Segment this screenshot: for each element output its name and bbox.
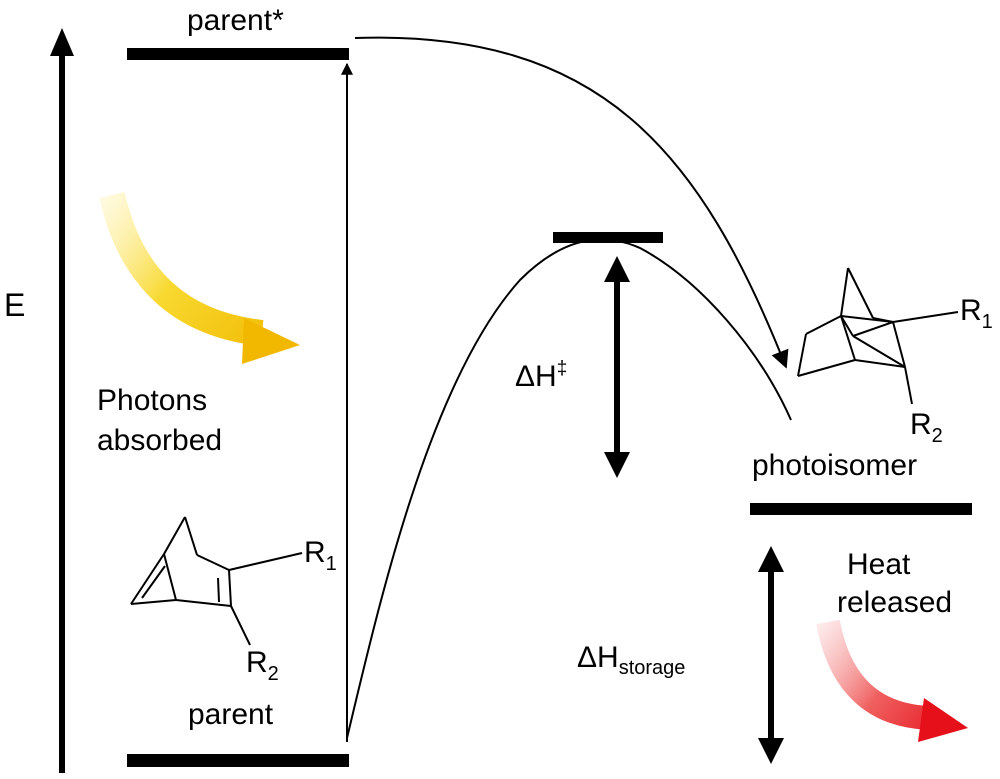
- activation-enthalpy-arrow: [604, 256, 630, 478]
- parent-structure: [130, 516, 303, 646]
- reaction-coordinate-curve: [346, 238, 792, 739]
- parent-r1-label: R1: [304, 536, 337, 575]
- heat-label-line1: Heat: [847, 548, 911, 581]
- photons-label-line1: Photons: [97, 384, 207, 417]
- photoisomer-level: [750, 503, 972, 515]
- excited-state-label: parent*: [187, 4, 284, 37]
- energy-axis: E: [4, 28, 74, 773]
- axis-label: E: [4, 287, 25, 323]
- photons-label-line2: absorbed: [97, 424, 222, 457]
- photoisomer-structure: [797, 267, 959, 405]
- transition-state-level: [553, 232, 663, 243]
- parent-r2-label: R2: [246, 646, 279, 685]
- activation-enthalpy-label: ΔH‡: [515, 358, 567, 393]
- photoisomer-label: photoisomer: [752, 449, 917, 482]
- heat-arrow-icon: [816, 619, 968, 742]
- excited-state-level: [127, 48, 349, 60]
- axis-arrowhead-icon: [50, 28, 74, 56]
- ground-state-level: [127, 754, 349, 767]
- storage-enthalpy-label: ΔHstorage: [577, 641, 685, 679]
- photoisomer-r1-label: R1: [960, 294, 993, 333]
- heat-label-line2: released: [837, 586, 952, 619]
- photoisomer-r2-label: R2: [910, 408, 943, 447]
- parent-label: parent: [188, 698, 274, 731]
- energy-levels: parent* parent photoisomer: [127, 4, 972, 767]
- photon-arrow-icon: [99, 192, 300, 364]
- storage-enthalpy-arrow: [758, 546, 784, 764]
- relaxation-curve: [354, 36, 789, 369]
